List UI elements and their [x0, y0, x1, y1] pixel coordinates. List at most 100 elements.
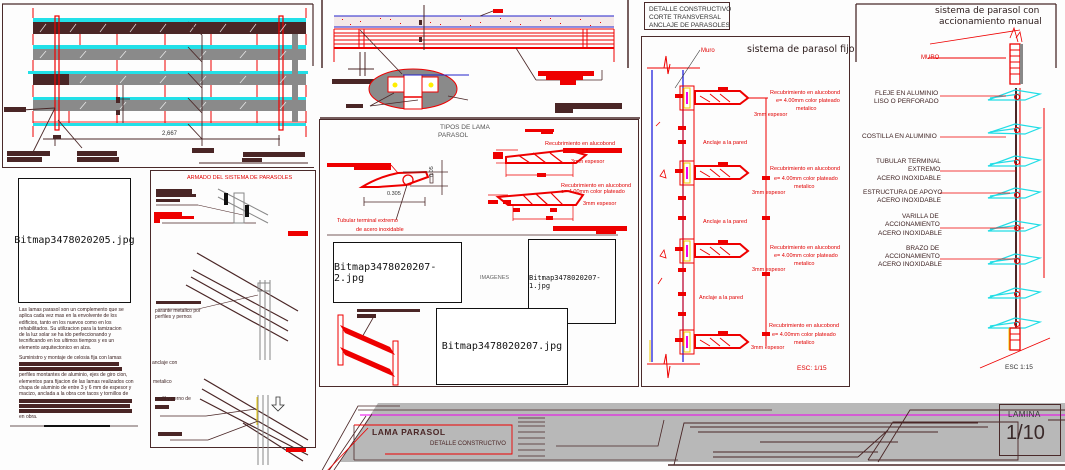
- manual-system-title-1: sistema de parasol con: [935, 6, 1040, 16]
- fixed-cladding-label-1: Recubrimiento en alucobond: [770, 90, 841, 96]
- section-header-line-3: ANCLAJE DE PARASOLES: [649, 22, 730, 29]
- spec-line-2: elementos para fijacion de las lamas rea…: [19, 378, 134, 385]
- fixed-cladding-spec-1: e= 4.00mm color plateado: [776, 98, 840, 104]
- slat-assembly-2: [675, 160, 750, 186]
- fixed-cladding-label-4: Recubrimiento en alucobond: [769, 323, 840, 329]
- description-line-7: elemento arquitectonico en alza.: [19, 344, 91, 351]
- fixed-system-drawing: [647, 49, 770, 379]
- fixed-cladding-finish-4: metalico: [794, 340, 815, 346]
- manual-label-6-line-3: ACERO INOXIDABLE: [878, 261, 942, 268]
- section-header-line-2: CORTE TRANSVERSAL: [649, 14, 722, 21]
- fixed-cladding-finish-1: metalico: [796, 106, 817, 112]
- sheet-label: LAMINA: [1008, 410, 1041, 419]
- fixed-anchor-1: Anclaje a la pared: [703, 140, 748, 146]
- description-line-1: Las lamas parasol son un complemento que…: [19, 307, 124, 313]
- manual-label-6-line-1: BRAZO DE: [906, 245, 940, 252]
- bitmap-207-label: Bitmap3478020207.jpg: [441, 341, 563, 352]
- sheet-number: 1/10: [1006, 422, 1045, 444]
- manual-label-2-line-1: COSTILLA EN ALUMINIO: [862, 133, 937, 140]
- manual-label-1-line-2: LISO O PERFORADO: [874, 98, 939, 105]
- fixed-thickness-3: 3mm espesor: [752, 267, 786, 273]
- fixed-scale: ESC: 1/15: [797, 365, 827, 372]
- fixed-cladding-spec-4: e= 4.00mm color plateado: [772, 332, 836, 338]
- slat-assembly-3: [675, 238, 750, 264]
- lama-thickness-2: 3mm espesor: [583, 201, 617, 207]
- fixed-system-title: sistema de parasol fijo: [747, 44, 855, 55]
- manual-label-4-line-1: ESTRUCTURA DE APOYO: [863, 189, 943, 196]
- shelf-illustration: [337, 309, 420, 386]
- fixed-cladding-label-3: Recubrimiento en alucobond: [770, 245, 841, 251]
- bitmap-205-label: Bitmap3478020205.jpg: [14, 235, 135, 246]
- assembly-note-2-line-3: metalico: [153, 379, 172, 385]
- manual-label-6-line-2: ACCIONAMIENTO: [885, 253, 940, 260]
- fixed-anchor-3: Anclaje a la pared: [699, 295, 744, 301]
- bitmap-placeholder-207: Bitmap3478020207.jpg: [436, 308, 568, 385]
- bitmap-207-2-label: Bitmap3478020207-2.jpg: [334, 261, 437, 284]
- bitmap-placeholder-207-2: Bitmap3478020207-2.jpg: [333, 242, 462, 303]
- spec-end: en obra.: [19, 413, 38, 420]
- fixed-thickness-4: 3mm espesor: [751, 345, 785, 351]
- lama-height-dimension: 0.05: [429, 166, 435, 177]
- manual-system-frame: [855, 3, 1057, 68]
- assembly-drawing: [154, 188, 309, 465]
- section-header-box: [644, 2, 730, 30]
- bitmap-207-1-label: Bitmap3478020207-1.jpg: [529, 273, 601, 290]
- manual-scale: ESC 1:15: [1005, 364, 1033, 371]
- fixed-wall-label: Muro: [701, 48, 715, 54]
- manual-system-title-2: accionamiento manual: [939, 17, 1042, 27]
- fixed-thickness-2: 3mm espesor: [752, 190, 786, 196]
- lama-types-drawing: [327, 129, 627, 236]
- redacted-bar: [19, 398, 132, 403]
- lama-dimension: 0.305: [387, 191, 401, 197]
- elevation-drawing: [2, 3, 314, 164]
- lama-cladding-label-2: Recubrimiento en alucobond: [561, 183, 632, 189]
- assembly-frame: [150, 170, 316, 448]
- manual-label-3-line-1: TUBULAR TERMINAL: [876, 158, 941, 165]
- fixed-thickness-1: 3mm espesor: [754, 112, 788, 118]
- fixed-cladding-label-2: Recubrimiento en alucobond: [770, 166, 841, 172]
- assembly-note-1-line-2: perfiles y pernos: [155, 314, 192, 320]
- lama-types-title-2: PARASOL: [438, 132, 469, 139]
- manual-label-1-line-1: FLEJE EN ALUMINIO: [875, 90, 939, 97]
- tubular-label-1: Tubular terminal extremo: [337, 218, 398, 224]
- slat-assembly-1: [675, 85, 768, 111]
- description-line-3: edificios, tanto en los nuevos como en l…: [19, 319, 112, 326]
- description-line-4: rehabilitados. Su utilizacion para la ta…: [19, 325, 122, 332]
- spec-line-4: macizo, anclada a la obra con tacos y to…: [19, 391, 129, 398]
- lama-thickness-1: 3mm espesor: [571, 159, 605, 165]
- spec-intro: Suministro y montaje de celosia fija con…: [19, 355, 122, 362]
- fixed-cladding-finish-3: metalico: [794, 261, 815, 267]
- project-title: LAMA PARASOL: [372, 427, 446, 437]
- assembly-note-2-line-1: anclaje con: [152, 360, 178, 366]
- spec-line-1: perfiles montantes de aluminio, ejes de …: [19, 372, 128, 379]
- lama-types-title-1: TIPOS DE LAMA: [440, 124, 490, 131]
- manual-system-drawing: [928, 26, 1051, 369]
- bitmap-placeholder-205: Bitmap3478020205.jpg: [14, 178, 135, 303]
- manual-label-3-line-2: EXTREMO: [908, 166, 941, 173]
- redacted-bar: [19, 367, 122, 372]
- section-cut-drawing: [320, 0, 640, 119]
- redacted-bar: [19, 408, 132, 413]
- fixed-anchor-2: Anclaje a la pared: [703, 219, 748, 225]
- manual-label-3-line-3: ACERO INOXIDABLE: [877, 175, 941, 182]
- sheet-number-box: [999, 404, 1061, 456]
- manual-label-5-line-3: ACERO INOXIDABLE: [878, 230, 942, 237]
- project-subtitle: DETALLE CONSTRUCTIVO: [430, 441, 506, 447]
- images-label: IMAGENES: [480, 275, 510, 281]
- description-block: Las lamas parasol son un complemento que…: [19, 307, 137, 420]
- description-line-6: tecnificando en los ultimos tiempos y es…: [19, 338, 115, 345]
- assembly-note-3: perfil y perno de: [155, 396, 191, 402]
- lama-cladding-spec-2: e= 4.00mm color plateado: [561, 189, 625, 195]
- assembly-title: ARMADO DEL SISTEMA DE PARASOLES: [187, 175, 293, 181]
- lama-types-frame: [319, 119, 639, 387]
- title-block-drawing: [321, 403, 1065, 470]
- description-line-2: aplica cada vez mas en la envolvente de …: [19, 313, 117, 320]
- slat-assembly-4: [675, 329, 750, 355]
- description-underline: [10, 425, 138, 427]
- assembly-note-1-line-1: parante metalico por: [155, 308, 201, 314]
- elevation-dimension: 2,667: [162, 131, 178, 137]
- fixed-cladding-spec-3: e= 4.00mm color plateado: [774, 253, 838, 259]
- manual-label-5-line-2: ACCIONAMIENTO: [885, 221, 940, 228]
- redacted-bar: [19, 403, 130, 408]
- manual-label-5-line-1: VARILLA DE: [902, 213, 939, 220]
